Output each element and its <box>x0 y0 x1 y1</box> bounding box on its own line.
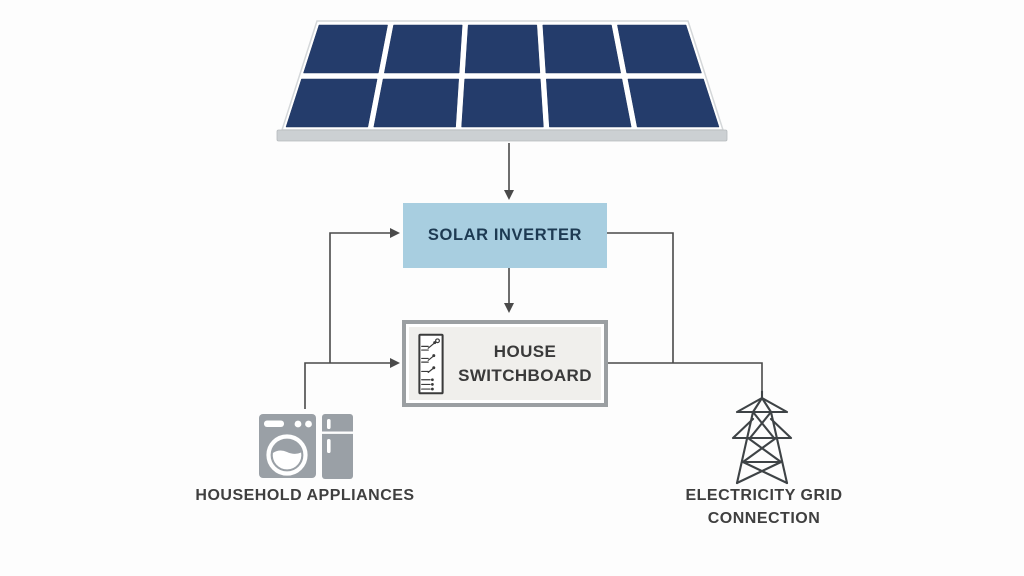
label-electricity-grid-line2: CONNECTION <box>707 510 821 527</box>
solar-inverter-label: SOLAR INVERTER <box>427 226 583 244</box>
node-solar-inverter: SOLAR INVERTER <box>403 203 607 268</box>
transmission-tower-icon <box>731 389 793 485</box>
refrigerator-icon <box>322 414 353 479</box>
house-switchboard-label-line2: SWITCHBOARD <box>458 365 592 385</box>
arrowhead-into-inverter-left <box>390 228 400 238</box>
solar-panel-mount-rail <box>276 129 728 142</box>
arrowhead-into-switchboard-left <box>390 358 400 368</box>
switchboard-icon <box>418 333 444 394</box>
label-electricity-grid-line1: ELECTRICITY GRID <box>685 487 843 504</box>
label-electricity-grid: ELECTRICITY GRID CONNECTION <box>664 484 864 530</box>
arrowhead-into-inverter-top <box>504 190 514 200</box>
house-switchboard-label: HOUSE SWITCHBOARD <box>456 340 594 388</box>
connector-appliances-to-inverter <box>329 232 391 363</box>
house-switchboard-label-line1: HOUSE <box>493 341 557 361</box>
washing-machine-icon <box>259 414 316 478</box>
label-household-appliances: HOUSEHOLD APPLIANCES <box>195 487 415 504</box>
solar-panel-cells <box>285 24 720 128</box>
connector-switchboard-to-grid <box>608 362 763 390</box>
connector-appliances-to-switchboard <box>304 362 391 409</box>
connector-inverter-to-grid <box>607 232 674 363</box>
arrowhead-into-switchboard-top <box>504 303 514 313</box>
solar-panel-icon <box>276 20 728 142</box>
node-house-switchboard: HOUSE SWITCHBOARD <box>402 320 608 407</box>
